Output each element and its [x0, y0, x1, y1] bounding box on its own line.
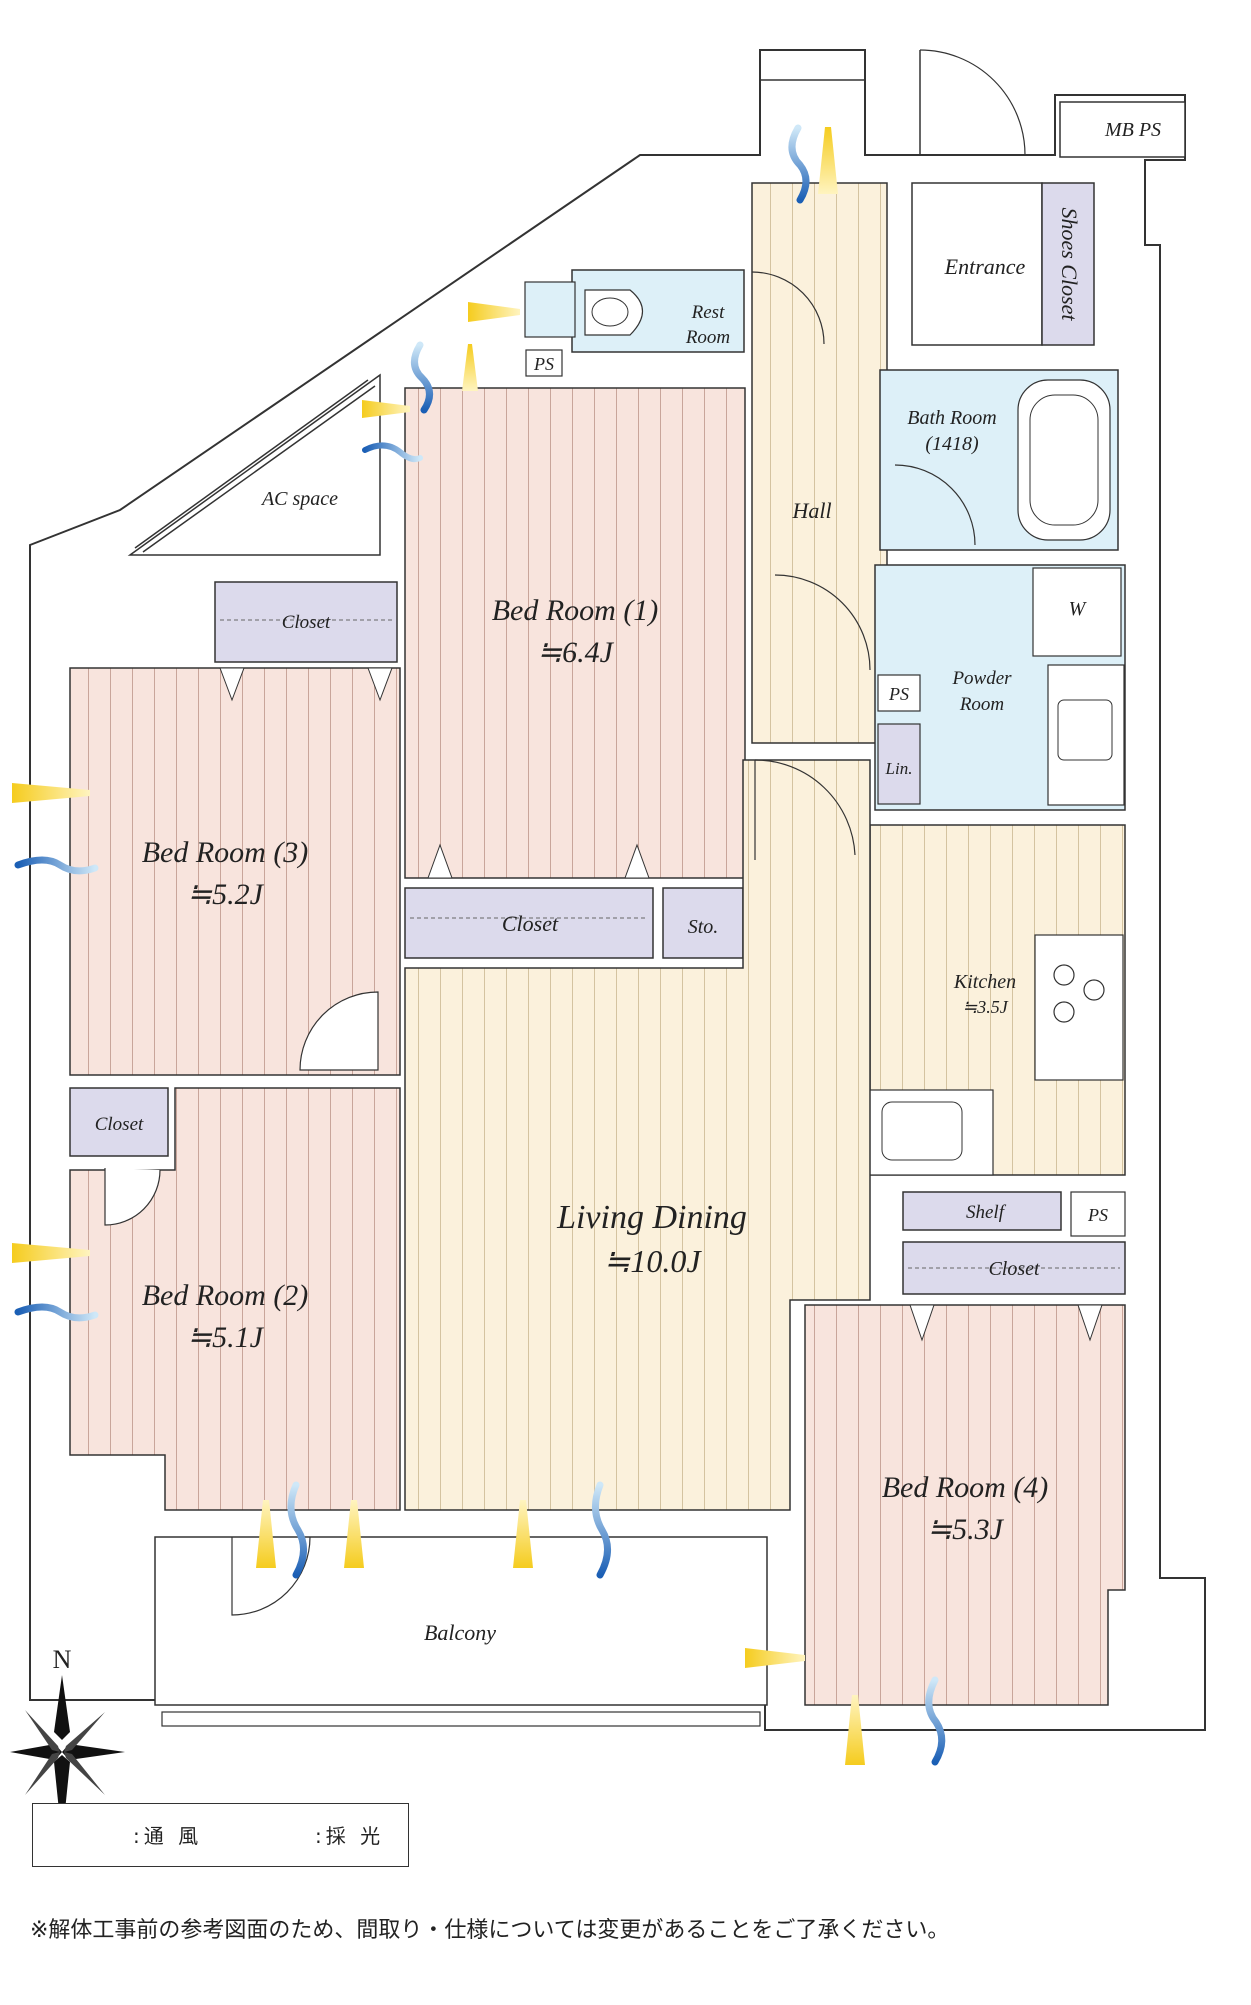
bath-room-label-1: Bath Room: [907, 407, 996, 429]
kitchen-name: Kitchen: [953, 971, 1016, 993]
closet-top: [214, 581, 398, 663]
washer-icon: [1032, 567, 1122, 657]
bed-room-4: [804, 1304, 1126, 1706]
ac-space-label: AC space: [260, 488, 338, 510]
powder-label-2: Room: [959, 694, 1004, 715]
closet-bed4-label: Closet: [988, 1258, 1040, 1280]
bed-room-2-size: ≒5.1J: [187, 1321, 265, 1354]
entrance-area: [911, 182, 1043, 346]
bed-room-4-name: Bed Room (4): [882, 1471, 1049, 1504]
north-compass-icon: N: [10, 1645, 125, 1840]
bath-room-label-2: (1418): [925, 433, 979, 455]
ps-top-label: PS: [533, 354, 554, 374]
storage-label: Sto.: [688, 916, 719, 938]
bed-room-4-size: ≒5.3J: [927, 1513, 1005, 1546]
closet-mid: [404, 887, 654, 959]
bed-room-3-name: Bed Room (3): [142, 836, 309, 869]
closet-small: [69, 1087, 169, 1157]
washer-label: W: [1069, 598, 1088, 620]
balcony-label: Balcony: [424, 1620, 496, 1645]
ps-shelf-box: [1070, 1191, 1126, 1237]
bed-room-3-size: ≒5.2J: [187, 878, 265, 911]
entrance-label: Entrance: [944, 254, 1026, 279]
closet-top-label: Closet: [282, 612, 331, 633]
powder-label-1: Powder: [951, 668, 1012, 689]
legend-wind-label: :通 風: [133, 1824, 203, 1848]
storage: [662, 887, 744, 959]
living-dining: [404, 759, 871, 1511]
linen-closet: [877, 723, 921, 805]
shoes-closet: [1041, 182, 1095, 346]
linen-label: Lin.: [885, 759, 913, 778]
stove-icon: [1034, 934, 1124, 1081]
shelf-label: Shelf: [966, 1202, 1007, 1223]
bed-room-2-name: Bed Room (2): [142, 1279, 309, 1312]
living-dining-name: Living Dining: [556, 1199, 747, 1236]
north-label: N: [53, 1645, 72, 1674]
closet-mid-label: Closet: [502, 911, 559, 936]
shelf: [902, 1191, 1062, 1231]
living-dining-size: ≒10.0J: [603, 1243, 702, 1279]
rest-room-label-1: Rest: [691, 302, 725, 323]
shoes-closet-label: Shoes Closet: [1057, 207, 1082, 321]
bed-room-1-name: Bed Room (1): [492, 594, 659, 627]
sink-icon: [867, 1089, 994, 1176]
hall-label: Hall: [791, 498, 831, 523]
wind-markers: [14, 124, 946, 1766]
closet-small-label: Closet: [95, 1114, 144, 1135]
mb-ps-box: [1059, 101, 1186, 158]
rest-room-label-2: Room: [685, 327, 730, 348]
legend-light-label: :採 光: [315, 1824, 385, 1848]
bathtub-icon: [1017, 379, 1111, 541]
ps-powder-box: [877, 674, 921, 712]
vanity-icon: [1047, 664, 1125, 806]
kitchen-size: ≒3.5J: [962, 997, 1009, 1017]
ps-top-box: [525, 349, 563, 377]
ps-powder-label: PS: [888, 684, 909, 704]
legend-box: :通 風 :採 光: [32, 1803, 409, 1867]
bed-room-1: [404, 387, 746, 879]
mb-ps-label: MB PS: [1104, 119, 1161, 141]
light-markers: [12, 127, 865, 1765]
disclaimer-note: ※解体工事前の参考図面のため、間取り・仕様については変更があることをご了承くださ…: [30, 1918, 950, 1943]
hall-room: [751, 182, 888, 744]
bed-room-1-size: ≒6.4J: [537, 636, 615, 669]
ps-shelf-label: PS: [1087, 1205, 1108, 1225]
